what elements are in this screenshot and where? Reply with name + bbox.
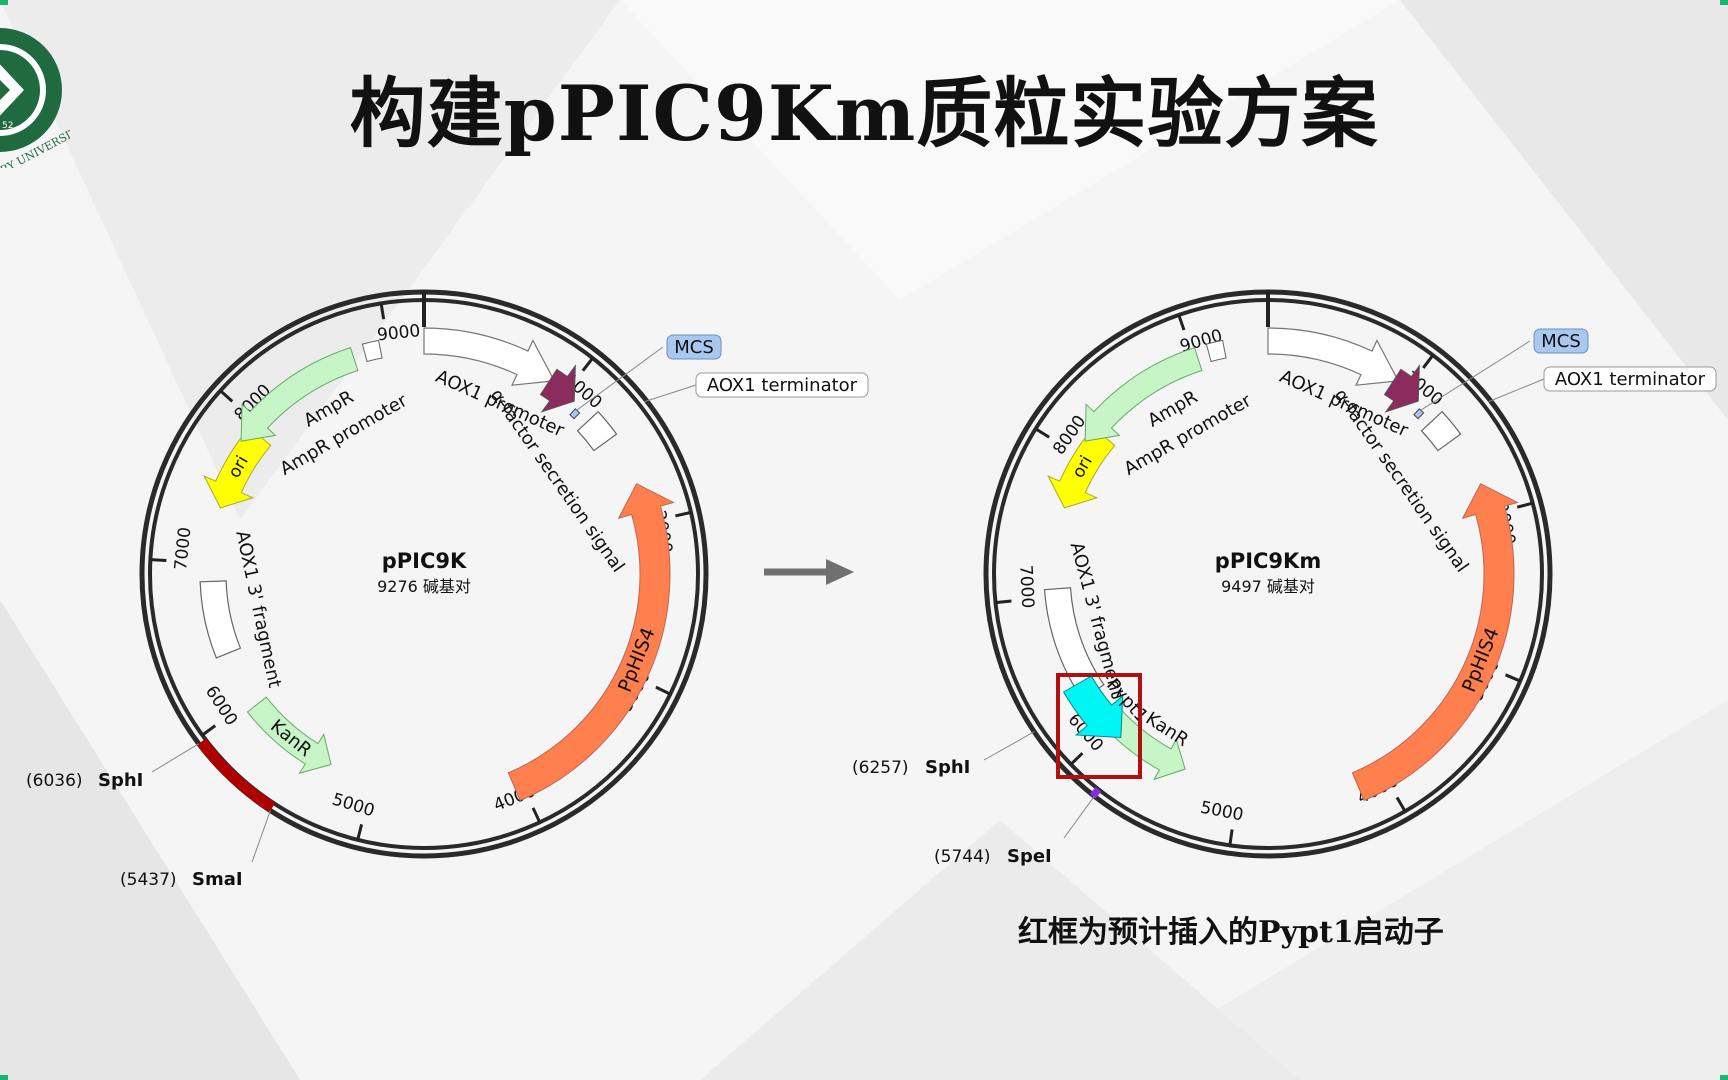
tick-4000	[1395, 796, 1407, 813]
mcs-label: MCS	[1541, 331, 1581, 352]
plasmid-size: 9497 碱基对	[1221, 577, 1315, 596]
smai-sphi-band	[197, 738, 276, 813]
tick-1000	[1422, 354, 1435, 369]
tick-3000	[655, 685, 671, 696]
tick-7000	[150, 558, 167, 562]
tick-6000	[1069, 752, 1084, 766]
site-pos-spei: (5744)	[934, 847, 991, 867]
feature-alpha-factor	[1383, 364, 1420, 413]
tick-label-5000: 5000	[1199, 798, 1245, 826]
mcs-label: MCS	[674, 337, 714, 358]
feature-pphis4	[507, 483, 675, 802]
site-pos-sphi: (6257)	[852, 758, 909, 778]
mcs-leader	[1420, 340, 1531, 411]
feature-pphis4	[1351, 483, 1519, 802]
tick-5000	[356, 823, 364, 841]
tick-1000	[581, 357, 594, 372]
site-name-sphi: SphI	[925, 757, 970, 778]
feature-pypt1	[1062, 675, 1124, 739]
tick-label-7000: 7000	[171, 526, 195, 571]
feature-alpha-factor	[539, 364, 576, 413]
site-name-smai: SmaI	[192, 869, 243, 890]
sphi-leader	[983, 731, 1035, 761]
aox1-terminator-label: AOX1 terminator	[1555, 369, 1706, 390]
feature-ampr	[1084, 347, 1203, 442]
plasmid-name: pPIC9K	[382, 549, 467, 573]
slide-title: 构建pPIC9Km质粒实验方案	[349, 69, 1379, 158]
plasmid-map-ppic9k: 100020003000400050006000700080009000PpHI…	[26, 289, 869, 890]
feature-ampr	[240, 347, 359, 442]
aox1-terminator-leader	[644, 384, 697, 403]
tick-4000	[531, 807, 542, 823]
site-pos-smai: (5437)	[120, 870, 177, 890]
label-alpha-factor: α-factor secretion signal	[486, 385, 629, 576]
mcs-mark	[1413, 408, 1425, 420]
tick-label-9000: 9000	[376, 321, 421, 345]
aox1-terminator-leader	[1488, 378, 1545, 403]
transform-arrow	[764, 559, 854, 585]
site-pos-sphi: (6036)	[26, 771, 83, 791]
plasmid-name: pPIC9Km	[1215, 549, 1321, 573]
tick-9000	[1177, 314, 1186, 331]
corner-mark-tr	[1720, 0, 1728, 5]
sphi-leader	[151, 743, 200, 773]
mcs-mark	[569, 408, 581, 420]
corner-mark-bl	[0, 1075, 8, 1080]
pypt1-highlight-box	[1056, 673, 1142, 779]
tick-6000	[201, 724, 217, 737]
tick-label-5000: 5000	[330, 790, 377, 822]
tick-9000	[379, 303, 386, 320]
corner-mark-br	[1720, 1075, 1728, 1080]
tick-5000	[1228, 829, 1234, 846]
label-alpha-factor: α-factor secretion signal	[1330, 385, 1473, 576]
feature-ori	[1047, 426, 1116, 509]
university-logo: 52 RY UNIVERSITY	[0, 28, 70, 168]
mcs-box	[666, 334, 722, 360]
tick-label-7000: 7000	[1015, 565, 1037, 609]
mcs-leader	[576, 346, 664, 411]
plasmid-map-ppic9km: 100020003000400050006000700080009000PpHI…	[852, 289, 1717, 867]
ampr-promoter-box	[361, 339, 383, 363]
feature-aox1-3-fragment	[199, 580, 242, 659]
aox1-terminator-box	[576, 410, 618, 452]
insert-caption: 红框为预计插入的Pypt1启动子	[1018, 915, 1444, 950]
tick-7000	[995, 599, 1012, 605]
ampr-promoter-box	[1205, 339, 1227, 363]
feature-ori	[203, 426, 272, 509]
tick-2000	[1516, 501, 1534, 509]
backbone-outer	[983, 289, 1553, 859]
tick-8000	[1034, 427, 1050, 439]
aox1-terminator-box-label	[695, 372, 869, 398]
mcs-box	[1533, 328, 1589, 354]
spei-mark	[1089, 786, 1102, 799]
spei-leader	[1063, 795, 1095, 839]
corner-mark-tl	[0, 0, 8, 5]
feature-aox1-3-fragment	[1043, 587, 1105, 701]
aox1-terminator-label: AOX1 terminator	[707, 375, 858, 396]
plasmid-size: 9276 碱基对	[377, 577, 471, 596]
tick-8000	[219, 389, 234, 403]
aox1-terminator-box-label	[1543, 366, 1717, 392]
site-name-spei: SpeI	[1007, 846, 1052, 867]
tick-3000	[1504, 673, 1521, 683]
smai-leader	[251, 810, 271, 863]
feature-kanr	[246, 696, 332, 774]
logo-number: 52	[2, 121, 13, 131]
tick-2000	[675, 510, 692, 518]
label-aox1-3-fragment: AOX1 3' fragment	[231, 529, 285, 690]
tick-label-6000: 6000	[201, 682, 241, 729]
aox1-terminator-box	[1420, 410, 1462, 452]
site-name-sphi: SphI	[98, 770, 143, 791]
